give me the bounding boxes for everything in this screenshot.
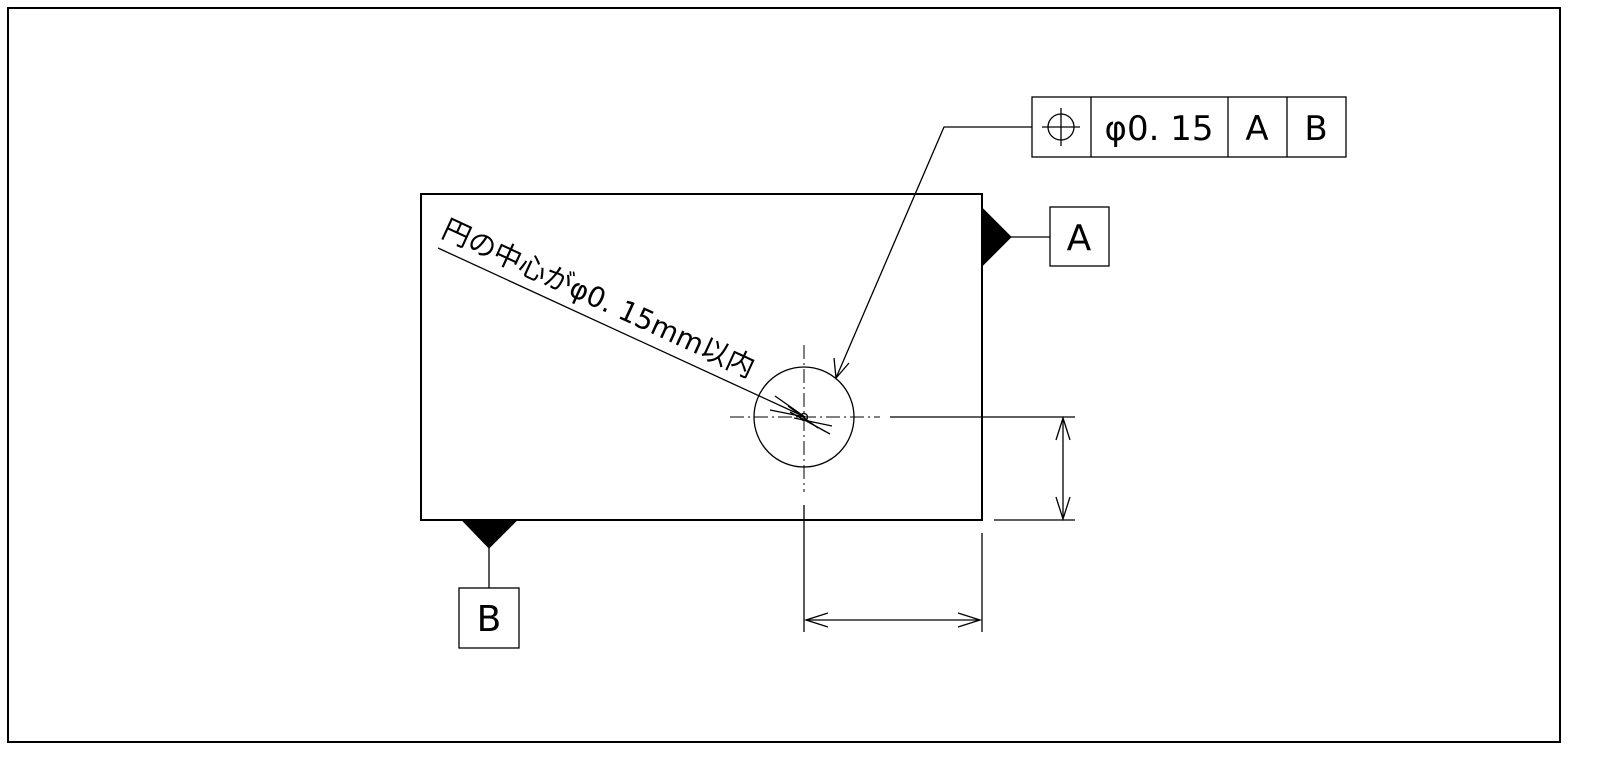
datum-b-symbol: B xyxy=(458,519,520,649)
cross-mark-1 xyxy=(789,411,831,435)
position-tolerance-icon xyxy=(1042,108,1080,146)
annotation-leader xyxy=(437,247,806,418)
datum-b-label: B xyxy=(477,599,502,640)
annotation-text: 円の中心がφ0. 15mm以内 xyxy=(437,212,760,384)
cross-mark-3 xyxy=(787,405,819,429)
drawing-border xyxy=(7,7,1561,743)
datum-a-symbol: A xyxy=(981,206,1110,268)
cross-mark-2 xyxy=(793,417,833,427)
fcf-tolerance-value: φ0. 15 xyxy=(1105,109,1214,149)
feature-control-frame: φ0. 15 A B xyxy=(1031,96,1347,158)
fcf-datum-primary: A xyxy=(1245,109,1268,149)
vertical-dimension xyxy=(890,415,1075,522)
datum-a-label: A xyxy=(1067,218,1092,259)
annotation-arrowhead xyxy=(769,395,806,418)
horizontal-dimension xyxy=(803,505,983,632)
fcf-leader xyxy=(835,126,1032,379)
part-outline xyxy=(420,193,983,521)
fcf-leader-arrowhead xyxy=(833,357,850,380)
fcf-datum-secondary: B xyxy=(1304,109,1327,149)
